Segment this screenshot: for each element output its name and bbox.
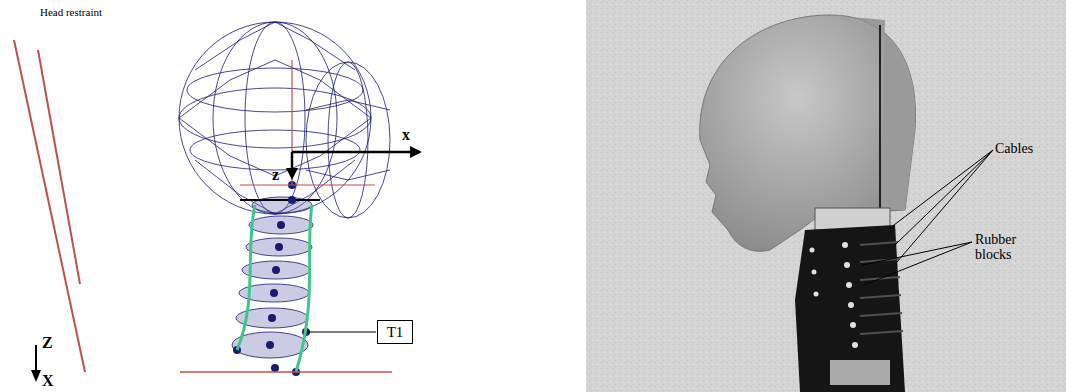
dummy-head [700,15,916,251]
neck-base-plate [830,360,890,385]
axis-label: z [272,166,279,184]
t1-ground-line [180,371,392,373]
rubber-block-spots [810,242,859,348]
dummy-neck [795,225,905,392]
axis-label: x [402,126,410,144]
head-restraint-line [14,40,85,372]
global-axis [35,345,37,372]
z-axis [291,152,294,170]
x-axis [292,151,412,154]
axis-label: X [42,372,54,390]
part-label: Rubber blocks [975,232,1035,263]
joint-dots [233,181,310,376]
photo-background [586,0,1066,392]
arrowhead [286,168,298,180]
part-label: Cables [995,141,1033,156]
cable [237,205,255,350]
cable [296,205,312,372]
axis-label: Z [42,334,53,352]
node-label: T1 [387,324,404,341]
vertebra-tag: T1 [377,320,413,344]
reference-line [291,60,292,185]
leader-line [308,331,376,332]
part-label: Head restraint [40,6,102,18]
leader-lines [862,150,993,285]
head-seam [879,25,881,210]
head-wireframe [179,22,390,218]
reference-line [240,184,375,185]
head-restraint-line [38,50,80,284]
neck-grooves [860,242,903,334]
head-skull-back [830,15,916,210]
neck-vertebrae [232,197,313,358]
arrowhead [31,370,41,382]
head-base [240,199,320,201]
arrowhead [410,146,422,158]
